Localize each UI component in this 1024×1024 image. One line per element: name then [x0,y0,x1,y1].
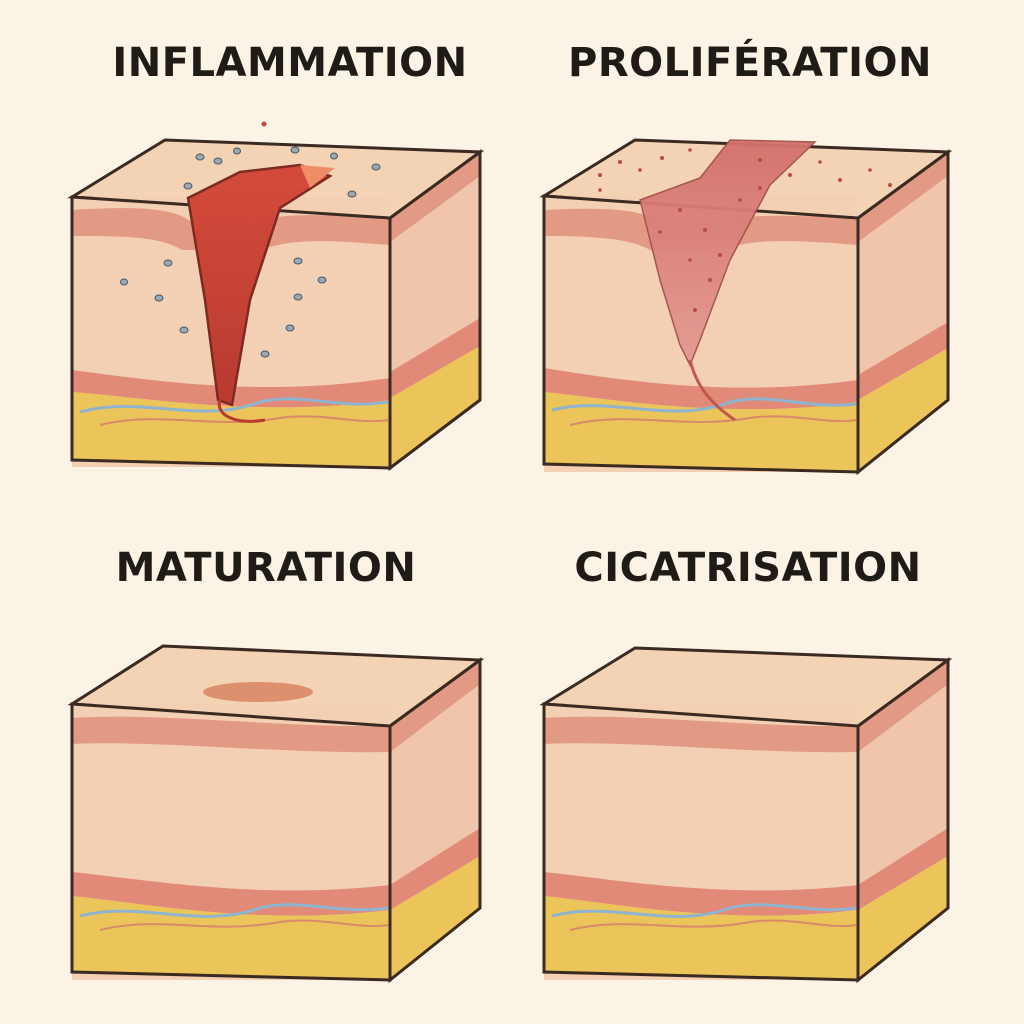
skin-block-maturation [72,646,480,980]
skin-block-inflammation [72,122,480,469]
block-front-face [72,704,390,980]
blood-droplet [262,122,267,127]
scar-mark [203,682,313,702]
block-front-face [544,704,858,980]
skin-block-proliferation [544,140,948,472]
skin-block-cicatrisation [544,648,948,980]
